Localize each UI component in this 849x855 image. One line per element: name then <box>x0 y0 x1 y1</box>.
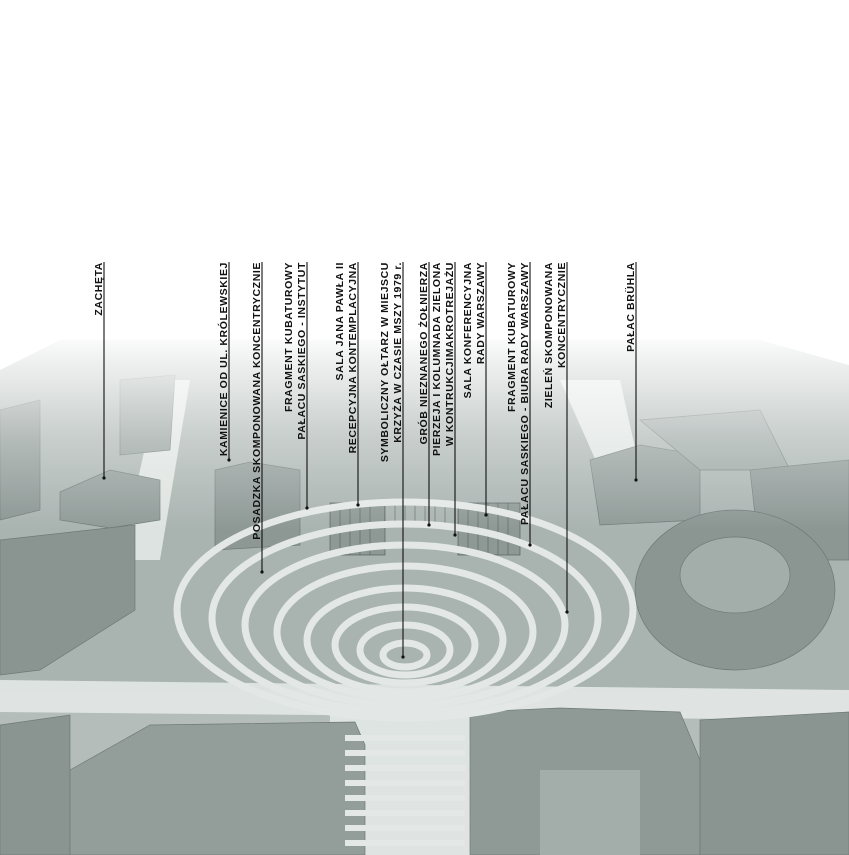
leader-end-grob <box>427 523 431 527</box>
callout-label-fragment-biura-1: FRAGMENT KUBATUROWY <box>506 262 518 412</box>
leader-end-fragment-biura <box>528 543 532 547</box>
callout-label-sala-konf-1: SALA KONFERENCYJNA <box>462 262 474 398</box>
callout-label-zacheta-1: ZACHĘTA <box>93 262 105 316</box>
callout-label-zielen-2: KONCENTRYCZNIE <box>556 262 568 368</box>
callout-label-fragment-biura-2: PAŁACU SASKIEGO - BIURA RADY WARSZAWY <box>519 262 531 525</box>
callout-posadzka: POSADZKA SKOMPONOWANA KONCENTRYCZNIE <box>251 262 264 574</box>
callout-label-fragment-instytut-2: PAŁACU SASKIEGO - INSTYTUT <box>296 262 308 440</box>
callout-label-zielen-1: ZIELEŃ SKOMPONOWANA <box>542 262 555 408</box>
callout-palac-bruhla: PAŁAC BRÜHLA <box>624 262 638 482</box>
leader-end-sala-jana <box>356 503 360 507</box>
leader-end-pierzeja <box>453 533 457 537</box>
leader-end-sala-konf <box>484 513 488 517</box>
sky-fade <box>0 330 849 530</box>
callout-label-kamienice-1: KAMIENICE OD UL. KRÓLEWSKIEJ <box>217 262 230 456</box>
callout-label-posadzka-1: POSADZKA SKOMPONOWANA KONCENTRYCZNIE <box>251 262 263 540</box>
callout-grob: GRÓB NIEZNANEGO ŻOŁNIERZA <box>417 262 431 527</box>
callout-label-sala-jana-1: SALA JANA PAWŁA II <box>334 262 346 381</box>
leader-end-fragment-instytut <box>305 506 309 510</box>
leader-end-palac-bruhla <box>634 478 638 482</box>
callout-label-palac-bruhla-1: PAŁAC BRÜHLA <box>624 262 637 352</box>
callout-label-pierzeja-2: W KONTRUKCJIMAKROTREJAŻU <box>443 262 456 446</box>
callout-label-pierzeja-1: PIERZEJA I KOLUMNADA ZIELONA <box>431 262 443 456</box>
leader-end-kamienice <box>227 458 231 462</box>
leader-end-zielen <box>565 610 569 614</box>
leader-end-oltarz <box>401 655 405 659</box>
leader-end-zacheta <box>102 476 106 480</box>
callout-label-sala-jana-2: RECEPCYJNA KONTEMPLACYJNA <box>347 262 359 453</box>
callout-label-oltarz-2: KRZYŻA W CZASIE MSZY 1979 r. <box>391 262 404 443</box>
crosswalks <box>345 735 465 846</box>
callout-label-sala-konf-2: RADY WARSZAWY <box>475 262 487 364</box>
callout-label-grob-1: GRÓB NIEZNANEGO ŻOŁNIERZA <box>417 262 430 444</box>
callout-kamienice: KAMIENICE OD UL. KRÓLEWSKIEJ <box>217 262 231 462</box>
callout-label-oltarz-1: SYMBOLICZNY OŁTARZ W MIEJSCU <box>379 262 391 462</box>
label-layer: ZACHĘTA KAMIENICE OD UL. KRÓLEWSKIEJ POSAD… <box>93 262 638 659</box>
callout-zacheta: ZACHĘTA <box>93 262 106 480</box>
leader-end-posadzka <box>260 570 264 574</box>
callout-label-fragment-instytut-1: FRAGMENT KUBATUROWY <box>283 262 295 412</box>
